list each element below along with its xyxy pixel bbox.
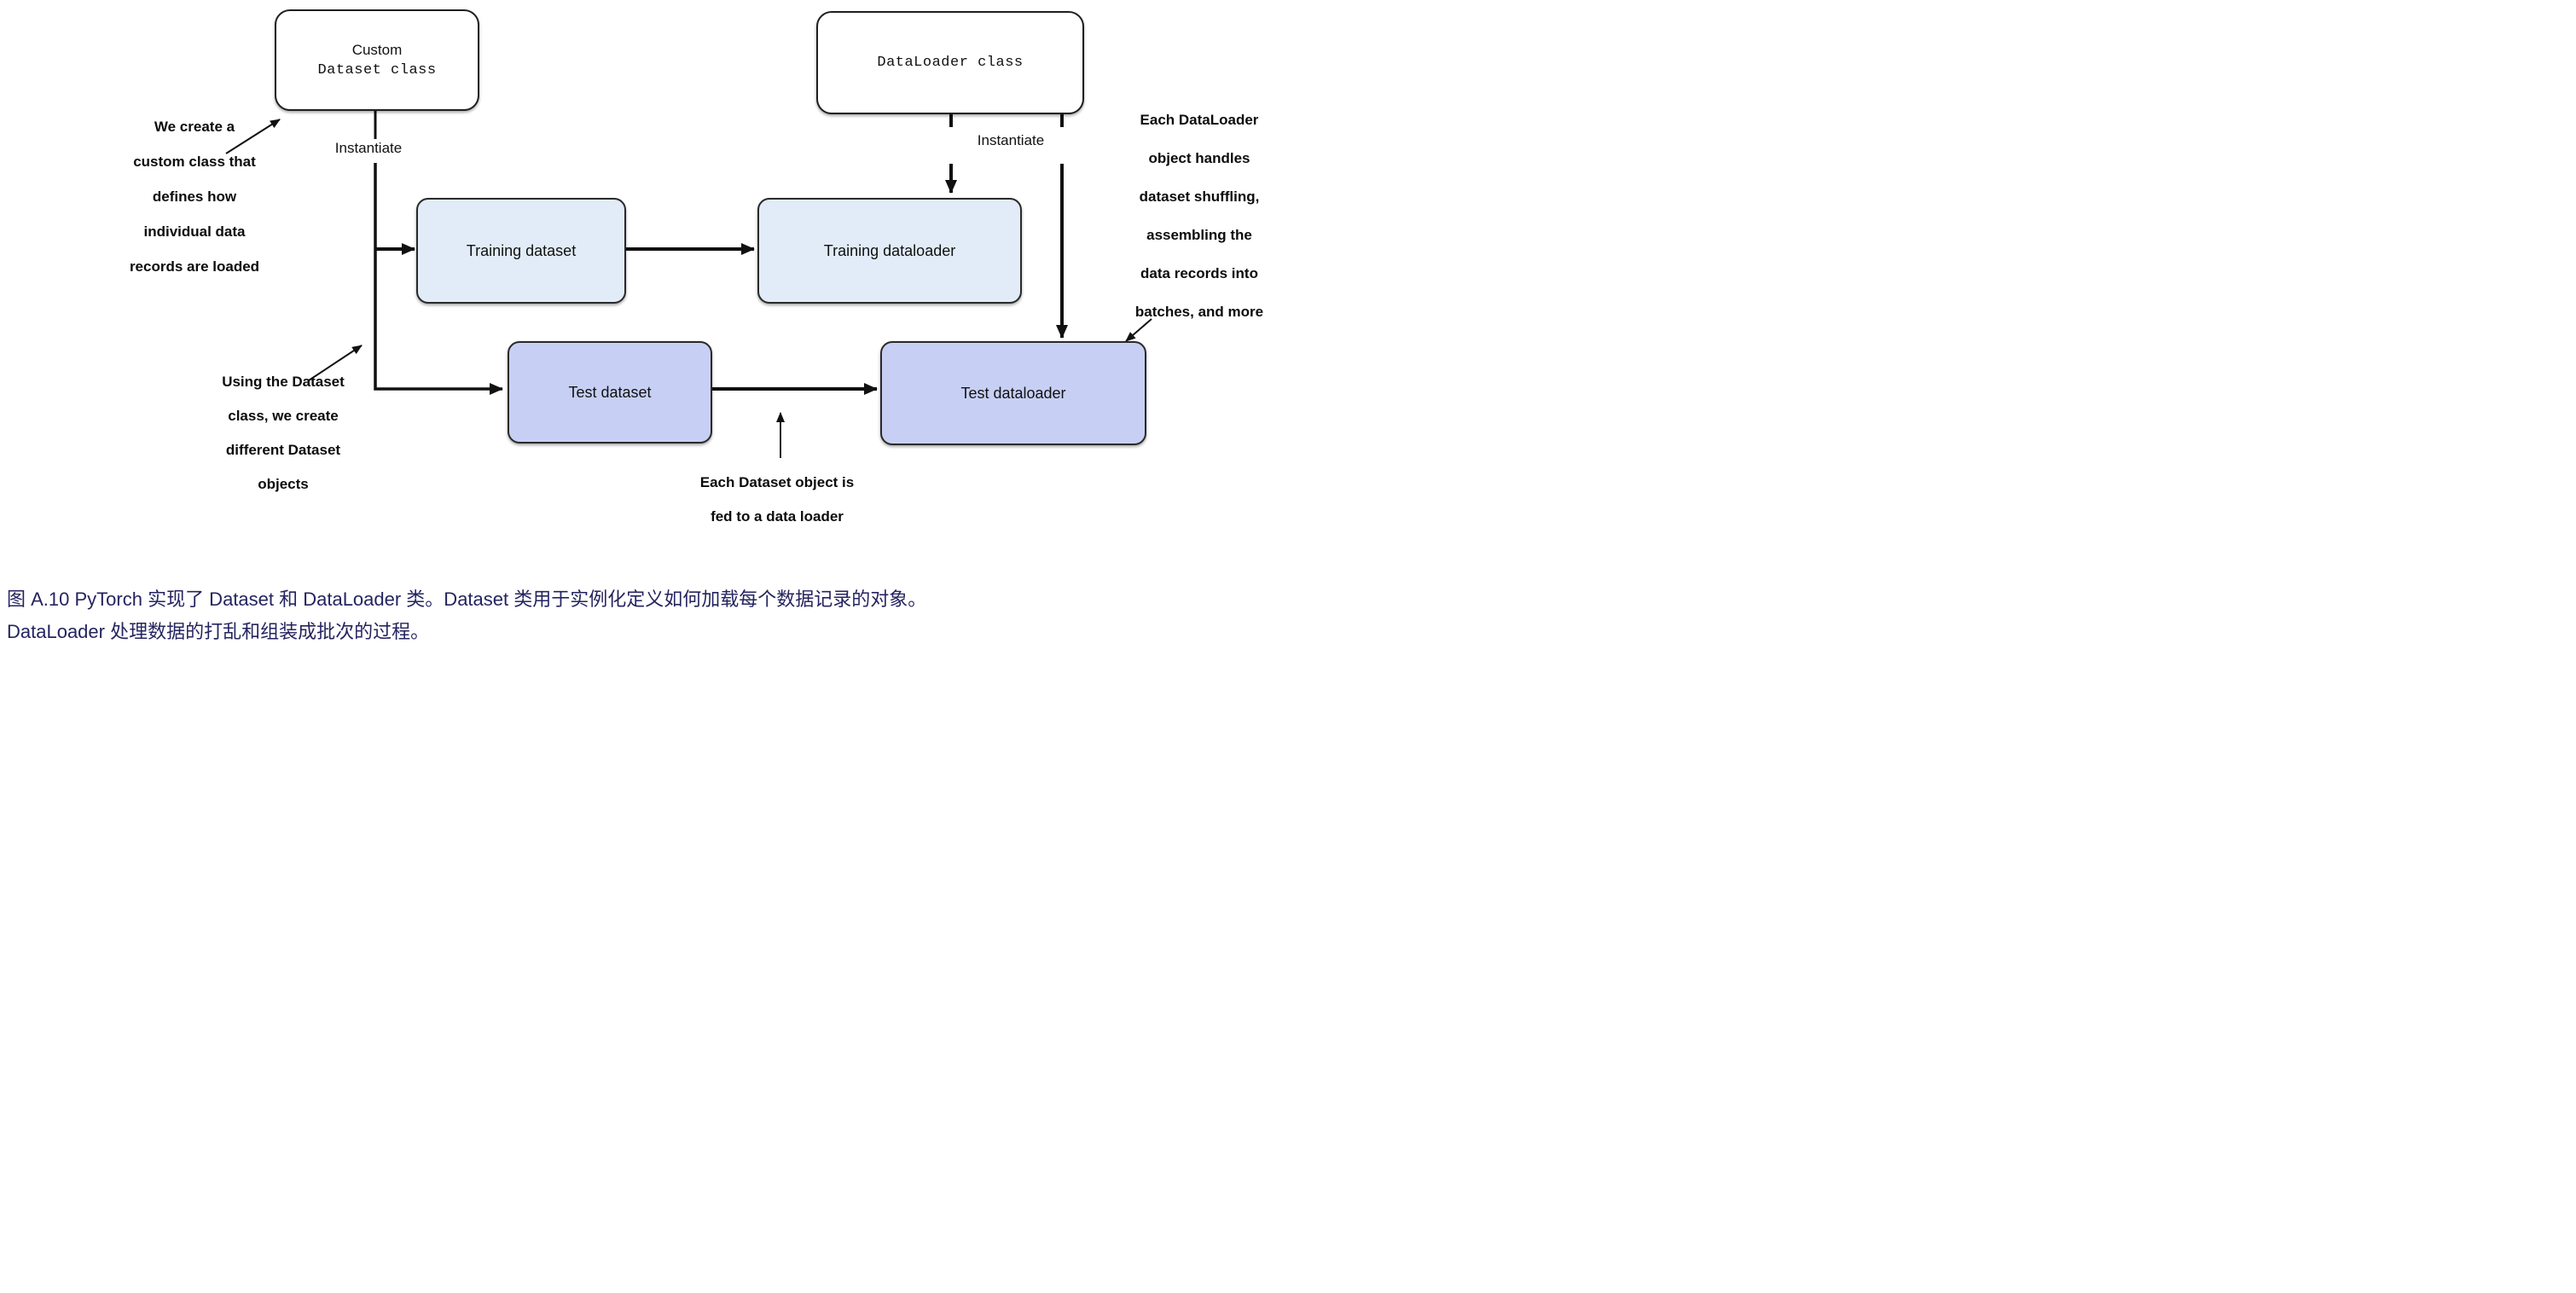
dataloader-class-box: DataLoader class xyxy=(816,11,1084,114)
test-dataset-label: Test dataset xyxy=(568,383,652,401)
figure-caption-line2: DataLoader 处理数据的打乱和组装成批次的过程。 xyxy=(7,621,430,642)
figure-caption-line1: 图 A.10 PyTorch 实现了 Dataset 和 DataLoader … xyxy=(7,589,927,610)
training-dataset-box: Training dataset xyxy=(416,198,626,304)
annotation-each-dataset-object: Each Dataset object is fed to a data loa… xyxy=(699,474,855,525)
instantiate-label-left: Instantiate xyxy=(329,140,408,157)
annotation-each-dataloader-object: Each DataLoader object handles dataset s… xyxy=(1134,112,1264,320)
training-dataloader-label: Training dataloader xyxy=(823,241,956,259)
custom-dataset-class-label-line1: Custom xyxy=(351,41,403,58)
connector-arrows xyxy=(225,107,1152,458)
test-dataset-box: Test dataset xyxy=(508,341,712,444)
custom-dataset-class-box: Custom Dataset class xyxy=(275,9,479,111)
dataloader-class-label: DataLoader class xyxy=(877,54,1024,71)
test-dataloader-label: Test dataloader xyxy=(960,384,1066,402)
instantiate-label-right: Instantiate xyxy=(972,132,1050,149)
custom-dataset-class-label-line2: Dataset class xyxy=(317,61,437,78)
diagram-canvas: Custom Dataset class DataLoader class In… xyxy=(0,0,1288,646)
annotation-we-create-custom-class: We create a custom class that defines ho… xyxy=(129,119,260,275)
training-dataset-label: Training dataset xyxy=(466,241,577,259)
annotation-using-dataset-class: Using the Dataset class, we create diffe… xyxy=(222,374,345,492)
test-dataloader-box: Test dataloader xyxy=(880,341,1146,445)
training-dataloader-box: Training dataloader xyxy=(757,198,1022,304)
